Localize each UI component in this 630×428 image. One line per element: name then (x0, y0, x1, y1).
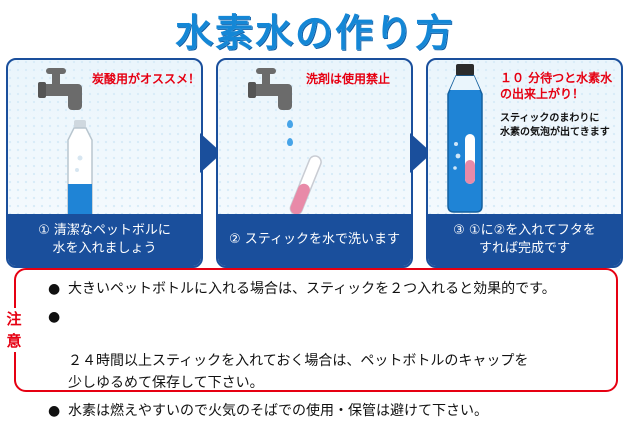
caution-box: 注意 ● 大きいペットボトルに入れる場合は、スティックを２つ入れると効果的です。… (3, 268, 618, 419)
faucet-icon (248, 68, 292, 110)
step-panel-1: 炭酸用がオススメ！ ① 清潔なペットボルに 水を入れましょう (6, 58, 203, 268)
bullet-icon: ● (48, 309, 61, 325)
caution-item: ● 水素は燃えやすいので火気のそばでの使用・保管は避けて下さい。 (44, 400, 556, 422)
step-caption: ② スティックを水で洗います (218, 214, 411, 266)
water-drop-icon (287, 138, 293, 146)
caution-list: ● 大きいペットボトルに入れる場合は、スティックを２つ入れると効果的です。 ● … (44, 278, 556, 428)
step-caption: ① 清潔なペットボルに 水を入れましょう (8, 214, 201, 266)
faucet-icon (38, 68, 82, 110)
caution-label: 注意 (3, 308, 25, 352)
bottle-icon (67, 120, 93, 218)
bottle-icon (447, 64, 483, 213)
caution-item: ● ２４時間以上スティックを入れておく場合は、ペットボトルのキャップを 少しゆる… (44, 306, 556, 394)
step-note: １０ 分待つと水素水 の出来上がり！ (500, 71, 613, 101)
step-caption: ③ ①に②を入れてフタを すれば完成です (428, 214, 621, 266)
page-title: 水素水の作り方 (174, 11, 455, 55)
step-note: 洗剤は使用禁止 (306, 72, 391, 86)
bullet-icon: ● (48, 281, 61, 297)
step-note: 炭酸用がオススメ！ (92, 72, 201, 86)
caution-item: ● 大きいペットボトルに入れる場合は、スティックを２つ入れると効果的です。 (44, 278, 556, 300)
bullet-icon: ● (48, 403, 61, 419)
stick-icon (289, 155, 322, 216)
step-sub-note: スティックのまわりに 水素の気泡が出てきます (500, 113, 610, 138)
step-panel-3: １０ 分待つと水素水 の出来上がり！ スティックのまわりに 水素の気泡が出てきま… (426, 58, 623, 268)
water-drop-icon (287, 120, 293, 128)
step-panel-2: 洗剤は使用禁止 ② スティックを水で洗います (216, 58, 413, 268)
